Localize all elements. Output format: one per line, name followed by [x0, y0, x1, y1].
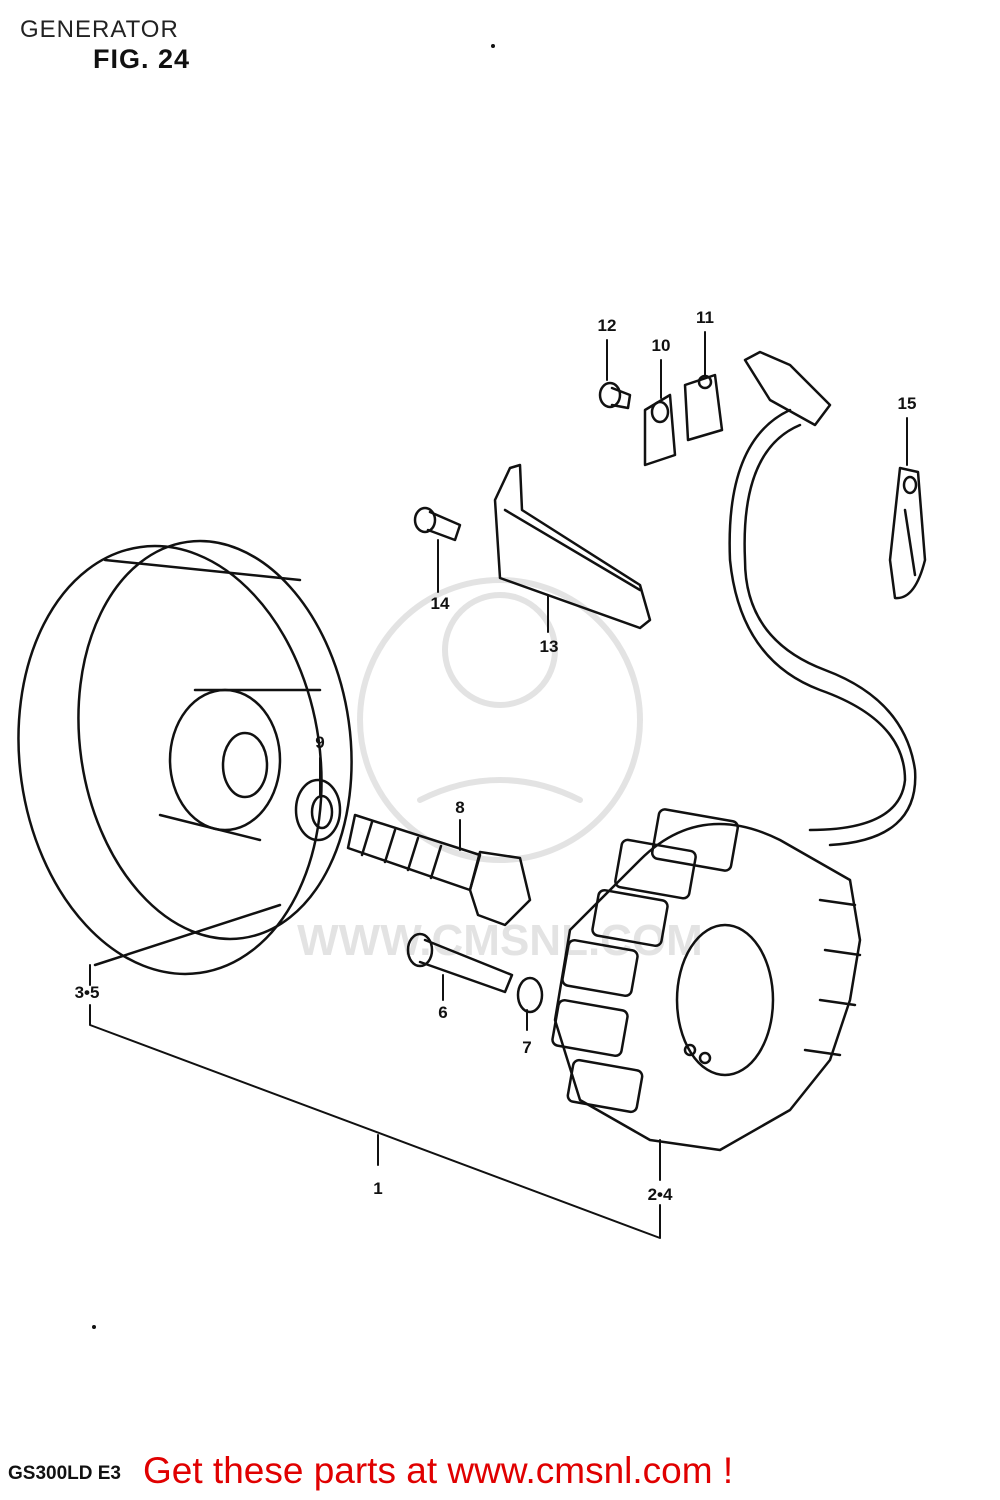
rotor-bolt-part-8: [346, 813, 532, 927]
callout-3-5: 3•5: [74, 983, 100, 1002]
callout-7: 7: [522, 1038, 532, 1057]
clamp-plate-part-11: [683, 373, 724, 442]
wire-clamp-part-10: [643, 393, 677, 467]
watermark-logo: WWW.CMSNL.COM: [297, 577, 703, 965]
callout-8: 8: [455, 798, 465, 817]
callout-15: 15: [897, 394, 917, 413]
diagram-section-title: GENERATOR: [20, 16, 179, 43]
stator-screw-part-6: [406, 932, 514, 994]
scan-dot: [92, 1325, 96, 1329]
callout-2-4: 2•4: [647, 1185, 673, 1204]
screw-part-12: [598, 381, 632, 410]
stator-assembly: [551, 808, 862, 1152]
screw-part-14: [413, 506, 462, 542]
callout-10: 10: [651, 336, 671, 355]
callout-14: 14: [430, 594, 450, 613]
footer-cta-link[interactable]: Get these parts at www.cmsnl.com !: [143, 1450, 734, 1491]
callout-6: 6: [438, 1003, 448, 1022]
wire-clamp-part-15: [888, 466, 927, 600]
rotor-flywheel: [17, 539, 353, 976]
washer-part-9: [294, 778, 342, 842]
callout-12: 12: [597, 316, 617, 335]
callout-1: 1: [373, 1179, 383, 1198]
lock-washer-part-7: [516, 976, 544, 1014]
model-code: GS300LD E3: [8, 1463, 121, 1484]
figure-number: FIG. 24: [93, 44, 191, 74]
callout-leaders: [89, 331, 908, 1239]
callout-11: 11: [696, 308, 714, 327]
scan-dot: [491, 44, 495, 48]
callout-13: 13: [539, 637, 559, 656]
stator-wire-harness: [728, 350, 917, 847]
cover-plate-part-13: [493, 463, 652, 630]
callout-9: 9: [315, 733, 325, 752]
